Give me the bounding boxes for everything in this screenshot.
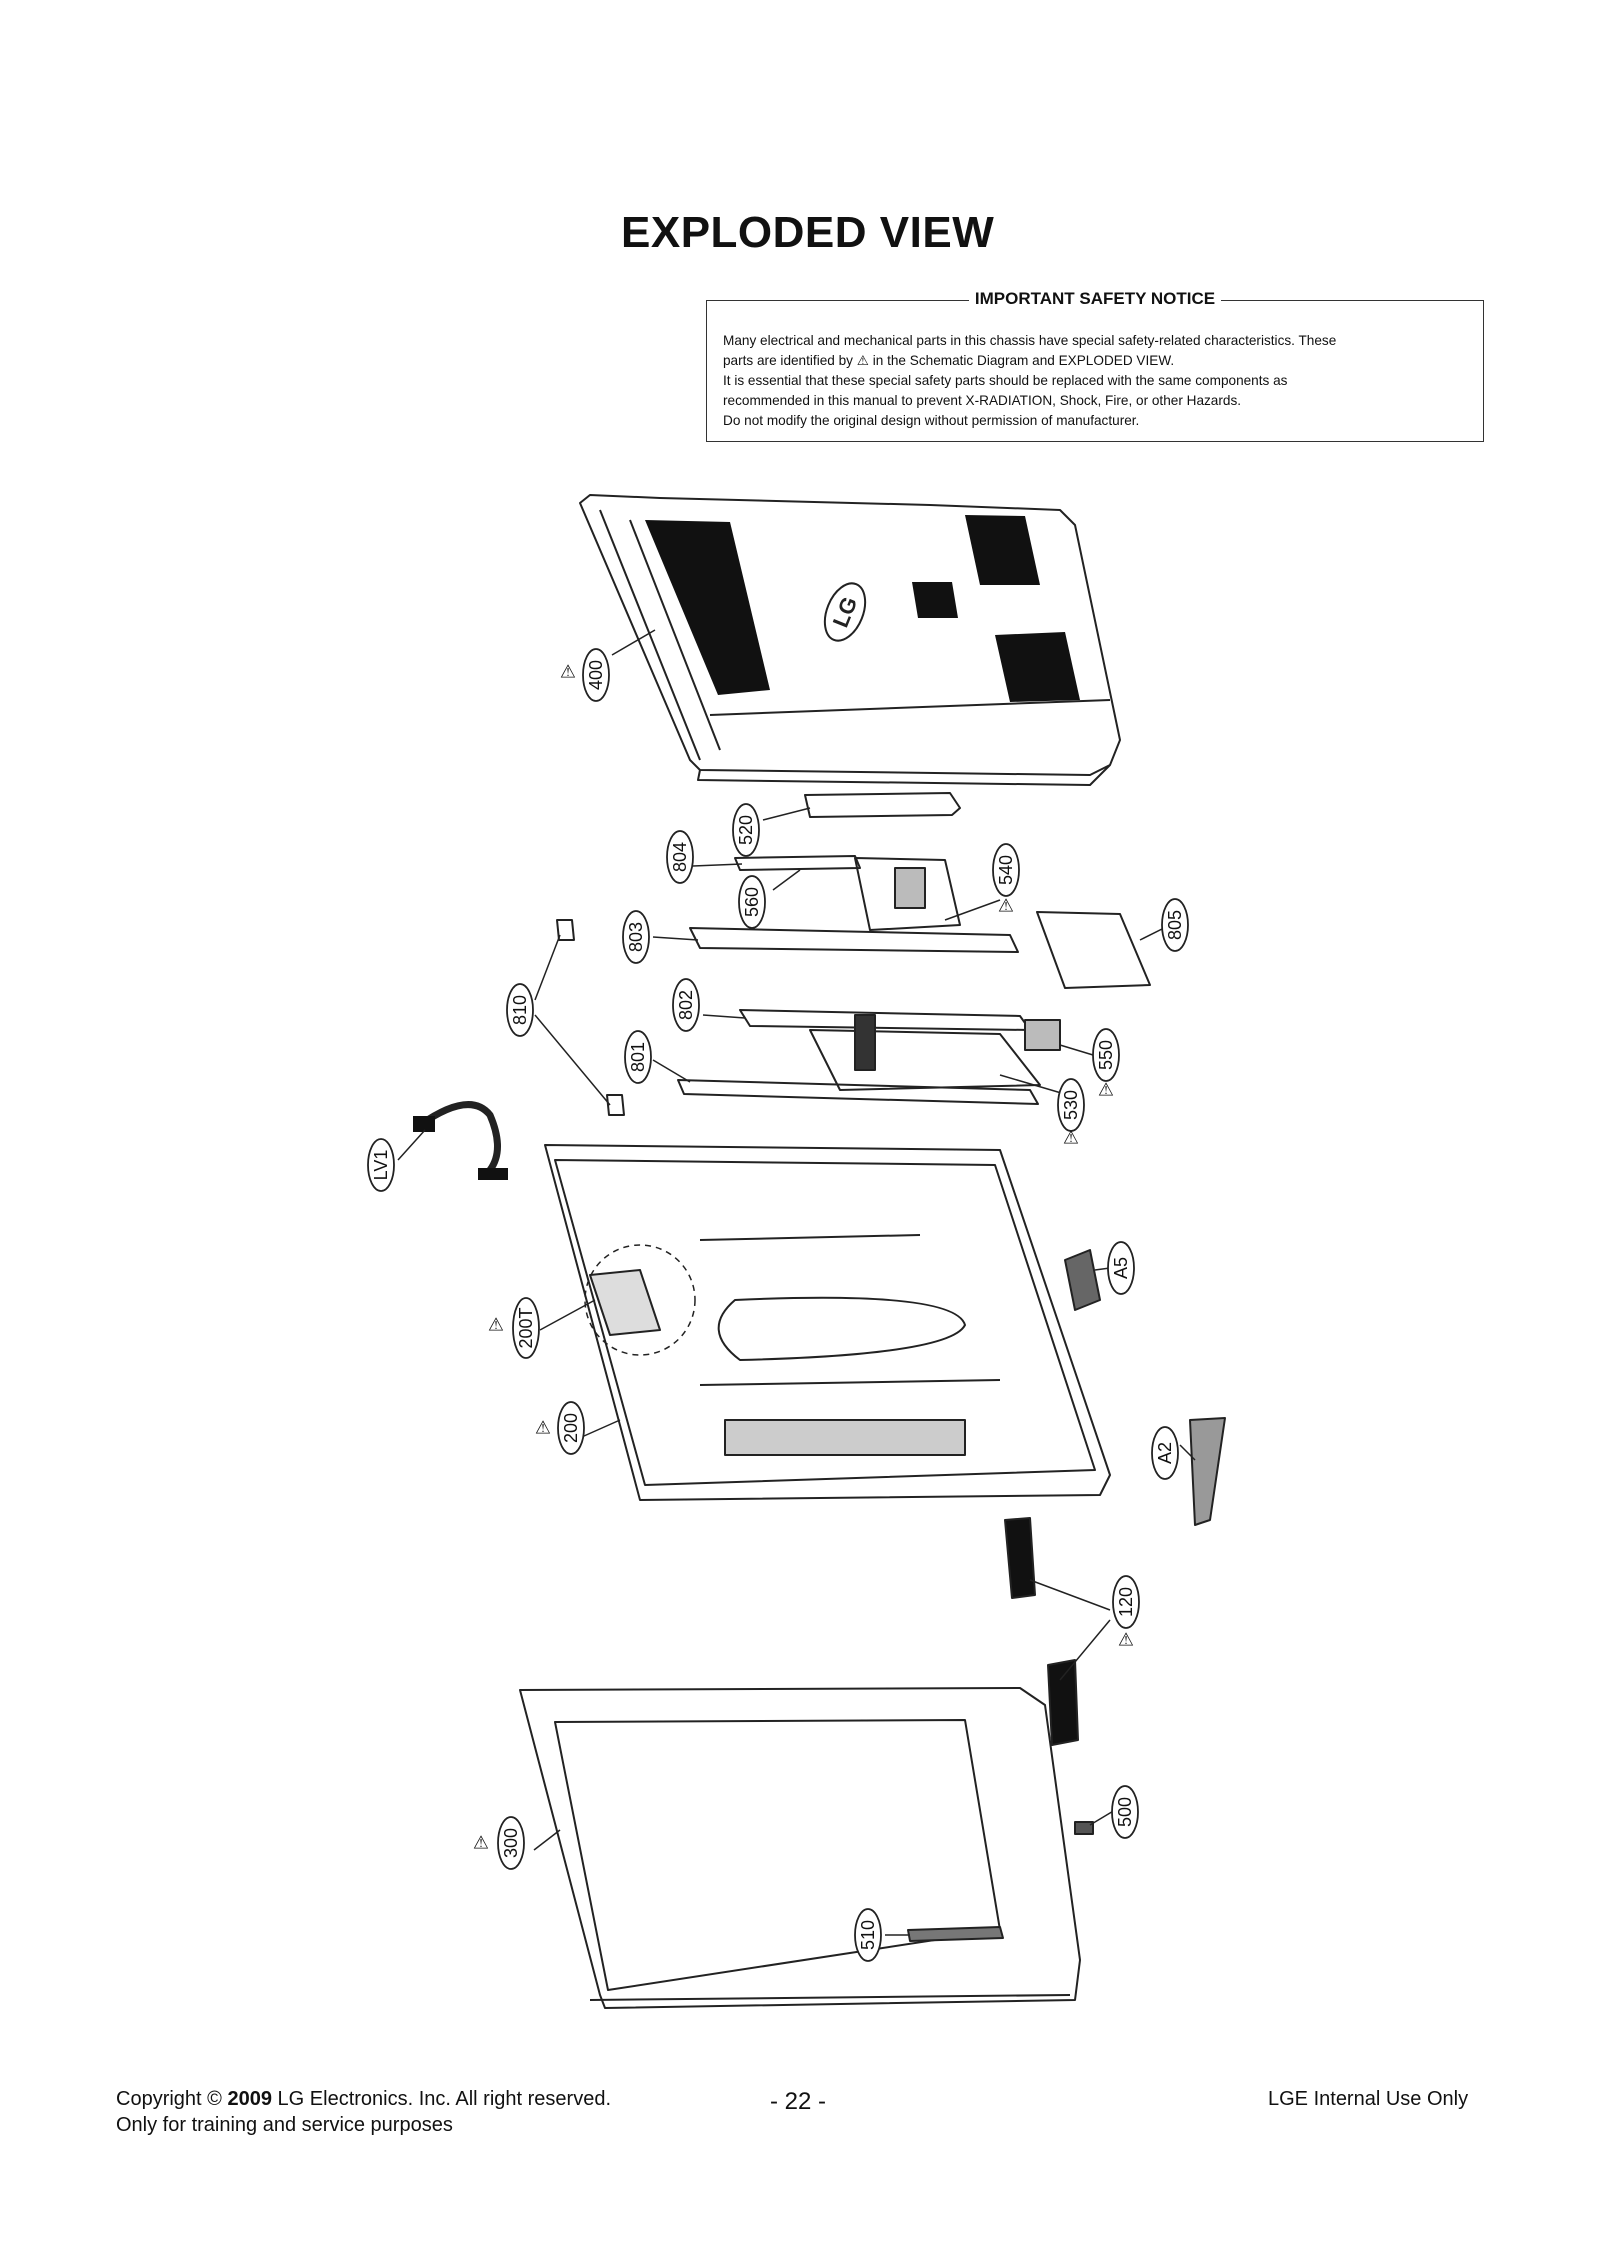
sub-board-part bbox=[1036, 911, 1151, 989]
notice-line: parts are identified by bbox=[723, 353, 853, 368]
callout-803: 803 bbox=[626, 922, 646, 952]
key-board-part bbox=[907, 1926, 1004, 1942]
io-bracket-part bbox=[804, 792, 961, 818]
back-cover-part bbox=[579, 494, 1121, 786]
warning-triangle-icon: ⚠ bbox=[560, 662, 576, 683]
lg-logo bbox=[823, 582, 867, 642]
back-vent-top-right bbox=[965, 515, 1040, 585]
warning-triangle-icon: ⚠ bbox=[1098, 1080, 1114, 1101]
callout-805: 805 bbox=[1165, 910, 1185, 940]
warning-triangle-icon: ⚠ bbox=[488, 1315, 504, 1336]
callout-520: 520 bbox=[736, 815, 756, 845]
stand-neck-part bbox=[1189, 1417, 1226, 1526]
speaker-box-part bbox=[1004, 1517, 1036, 1599]
callout-200t: 200T bbox=[516, 1307, 536, 1348]
callout-802: 802 bbox=[676, 990, 696, 1020]
callout-400: 400 bbox=[586, 660, 606, 690]
safety-notice-body: Many electrical and mechanical parts in … bbox=[723, 331, 1469, 431]
warning-triangle-icon: ⚠ bbox=[1063, 1128, 1079, 1149]
callout-200: 200 bbox=[561, 1413, 581, 1443]
lower-bar-part bbox=[677, 1079, 1039, 1105]
notice-line: recommended in this manual to prevent X-… bbox=[723, 393, 1242, 408]
callout-560: 560 bbox=[742, 887, 762, 917]
notice-line: in the Schematic Diagram and EXPLODED VI… bbox=[872, 353, 1175, 368]
power-board-part bbox=[809, 1014, 1061, 1091]
shield-plate-part bbox=[734, 855, 861, 871]
stand-bracket-part bbox=[739, 1009, 1031, 1031]
callout-810: 810 bbox=[510, 995, 530, 1025]
main-board-part bbox=[854, 857, 961, 931]
speaker-part bbox=[1064, 1249, 1101, 1311]
notice-line: It is essential that these special safet… bbox=[723, 373, 1288, 388]
warning-triangle-icon: ⚠ bbox=[473, 1833, 489, 1854]
footer-training-note: Only for training and service purposes bbox=[116, 2114, 453, 2136]
copyright-rest: LG Electronics. Inc. All right reserved. bbox=[277, 2088, 612, 2110]
callout-a5: A5 bbox=[1111, 1257, 1131, 1279]
callout-a2: A2 bbox=[1155, 1442, 1175, 1464]
safety-notice-heading: IMPORTANT SAFETY NOTICE bbox=[968, 289, 1222, 308]
notice-line: Do not modify the original design withou… bbox=[723, 413, 1140, 428]
copyright-symbol: © bbox=[207, 2088, 222, 2110]
warning-triangle-icon: ⚠ bbox=[998, 896, 1014, 917]
copyright-year: 2009 bbox=[227, 2088, 272, 2110]
lcd-panel-part bbox=[544, 1144, 1111, 1501]
callout-540: 540 bbox=[996, 855, 1016, 885]
callout-801: 801 bbox=[628, 1042, 648, 1072]
callout-530: 530 bbox=[1061, 1090, 1081, 1120]
back-vent-left bbox=[645, 520, 770, 695]
back-terminal-block bbox=[912, 582, 958, 618]
back-vent-bottom-right bbox=[995, 632, 1080, 702]
page-title: EXPLODED VIEW bbox=[621, 208, 995, 257]
callout-120: 120 bbox=[1116, 1587, 1136, 1617]
notice-line: Many electrical and mechanical parts in … bbox=[723, 333, 1337, 348]
callout-500: 500 bbox=[1115, 1797, 1135, 1827]
callout-804: 804 bbox=[670, 842, 690, 872]
safety-notice-box: IMPORTANT SAFETY NOTICE Many electrical … bbox=[706, 289, 1484, 442]
warning-triangle-icon: ⚠ bbox=[1118, 1630, 1134, 1651]
frame-bar-part bbox=[689, 927, 1019, 953]
ir-board-part bbox=[1074, 1821, 1094, 1835]
callout-550: 550 bbox=[1096, 1040, 1116, 1070]
lvds-cable-part bbox=[413, 1101, 508, 1180]
small-clip-part bbox=[606, 1094, 625, 1116]
copyright-prefix: Copyright bbox=[116, 2088, 202, 2110]
front-bezel-part bbox=[519, 1687, 1081, 2009]
small-clip-part bbox=[556, 919, 575, 941]
callout-lv1: LV1 bbox=[371, 1150, 391, 1181]
page-number: - 22 - bbox=[770, 2088, 827, 2115]
callout-300: 300 bbox=[501, 1828, 521, 1858]
callout-510: 510 bbox=[858, 1920, 878, 1950]
footer-internal-use: LGE Internal Use Only bbox=[1268, 2088, 1469, 2110]
warning-triangle-icon: ⚠ bbox=[856, 353, 869, 369]
speaker-box-part bbox=[1047, 1659, 1079, 1746]
warning-triangle-icon: ⚠ bbox=[535, 1418, 551, 1439]
footer-copyright: Copyright © 2009 LG Electronics. Inc. Al… bbox=[116, 2088, 611, 2111]
lg-logo-text: LG bbox=[828, 593, 863, 631]
